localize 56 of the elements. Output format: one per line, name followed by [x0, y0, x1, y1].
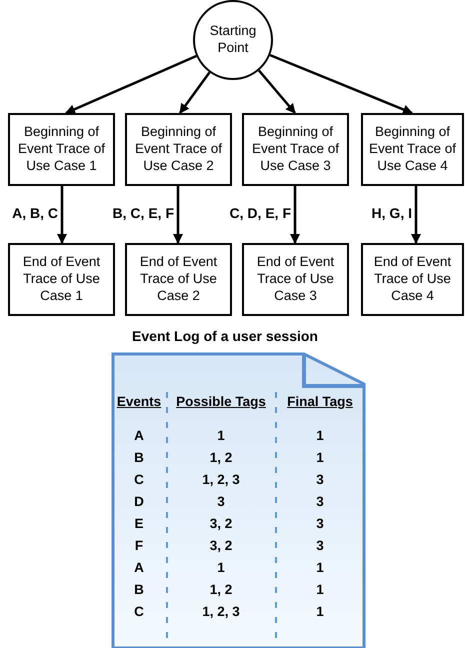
- table-cell: 1: [217, 560, 225, 575]
- table-cell: F: [134, 538, 144, 553]
- table-cell: 1: [316, 604, 324, 619]
- table-cell: 3: [316, 516, 324, 531]
- table-cell: 3: [316, 494, 324, 509]
- table-cell: 3: [316, 472, 324, 487]
- table-cell: 1: [316, 428, 324, 443]
- table-cell: 1, 2, 3: [202, 472, 240, 487]
- arrow: [178, 72, 211, 114]
- process-box: [242, 113, 349, 186]
- table-cell: A: [134, 560, 144, 575]
- table-cell: 3: [217, 494, 225, 509]
- arrow: [57, 186, 67, 244]
- table-cell: D: [134, 494, 144, 509]
- node-label: Starting Point: [208, 23, 258, 57]
- node-label: Beginning of Event Trace of Use Case 2: [134, 124, 224, 175]
- table-cell: B: [134, 450, 144, 465]
- process-box: [361, 243, 464, 316]
- document-title: Event Log of a user session: [131, 328, 319, 344]
- node-label: End of Event Trace of Use Case 3: [256, 254, 336, 305]
- table-cell: 1, 2: [210, 450, 232, 465]
- table-cell: 3, 2: [210, 538, 232, 553]
- table-cell: 1: [316, 450, 324, 465]
- table-cell: 1, 2, 3: [202, 604, 240, 619]
- arrow: [411, 186, 421, 244]
- arrow: [65, 54, 197, 114]
- column-header: Events: [116, 394, 162, 409]
- node-label: End of Event Trace of Use Case 2: [138, 254, 218, 305]
- node-label: End of Event Trace of Use Case 4: [372, 254, 452, 305]
- table-cell: 1: [217, 428, 225, 443]
- table-cell: C: [134, 472, 144, 487]
- node-label: Beginning of Event Trace of Use Case 1: [16, 124, 106, 175]
- arrow: [173, 186, 183, 244]
- table-cell: A: [134, 428, 144, 443]
- table-cell: 1: [316, 560, 324, 575]
- arrow: [290, 186, 300, 244]
- table-cell: 3, 2: [210, 516, 232, 531]
- process-box: [125, 113, 232, 186]
- table-cell: 3: [316, 538, 324, 553]
- arrow: [270, 54, 413, 114]
- column-header: Possible Tags: [176, 394, 266, 409]
- node-label: End of Event Trace of Use Case 1: [22, 254, 102, 305]
- arrow: [258, 70, 296, 114]
- node-label: Beginning of Event Trace of Use Case 4: [368, 124, 458, 175]
- table-cell: C: [134, 604, 144, 619]
- process-box: [361, 113, 464, 186]
- table-cell: 1, 2: [210, 582, 232, 597]
- table-cell: B: [134, 582, 144, 597]
- process-box: [125, 243, 232, 316]
- column-header: Final Tags: [287, 394, 353, 409]
- table-cell: E: [134, 516, 144, 531]
- node-label: Beginning of Event Trace of Use Case 3: [250, 124, 340, 175]
- table-cell: 1: [316, 582, 324, 597]
- process-box: [8, 243, 115, 316]
- process-box: [242, 243, 349, 316]
- process-box: [8, 113, 115, 186]
